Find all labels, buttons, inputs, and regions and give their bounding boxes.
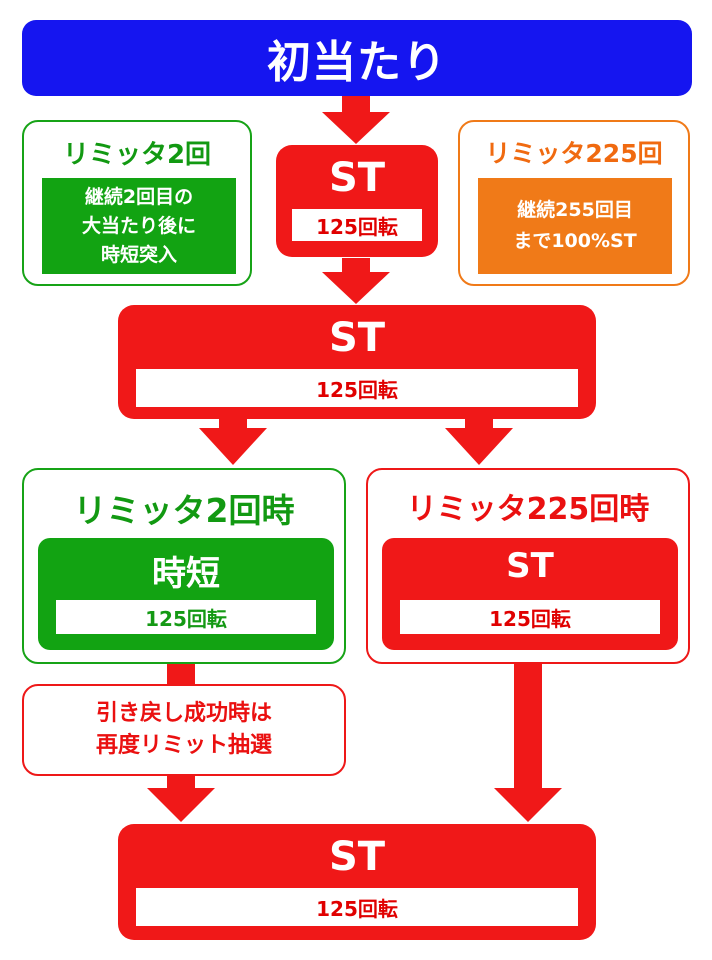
st-bottom-title: ST <box>328 834 386 880</box>
limit2-note-line-1: 継続2回目の <box>84 185 194 208</box>
limit225-branch-mode-box: ST 125回転 <box>382 538 678 650</box>
limit2-branch-title: リミッタ2回時 <box>73 491 295 530</box>
arrow-limit225-to-st-bottom <box>494 662 562 822</box>
limit2-branch-mode: 時短 <box>152 554 220 594</box>
limit225-note-line-1: 継続255回目 <box>517 199 633 221</box>
arrow-st-main-to-limit225 <box>445 418 513 465</box>
st-main-spins: 125回転 <box>136 369 578 407</box>
st-top-box: ST 125回転 <box>276 145 438 257</box>
arrow-st-top-to-st-main <box>322 258 390 304</box>
arrow-note-to-st-bottom <box>147 775 215 822</box>
limit2-note-title: リミッタ2回 <box>62 140 212 170</box>
st-main-box: ST 125回転 <box>118 305 596 419</box>
limit2-branch-mode-box: 時短 125回転 <box>38 538 334 650</box>
comeback-note: 引き戻し成功時は 再度リミット抽選 <box>22 684 346 776</box>
limit225-branch-mode: ST <box>506 546 554 586</box>
arrow-header-to-st-top <box>322 96 390 144</box>
st-bottom-box: ST 125回転 <box>118 824 596 940</box>
limit2-note-line-3: 時短突入 <box>100 243 177 266</box>
limit225-branch-spins: 125回転 <box>400 600 660 634</box>
st-top-title: ST <box>328 155 386 201</box>
comeback-note-line-1: 引き戻し成功時は <box>95 701 272 726</box>
arrow-st-main-to-limit2 <box>199 418 267 465</box>
limit225-note-title: リミッタ225回 <box>485 139 663 168</box>
limit225-note-line-2: まで100%ST <box>513 230 637 252</box>
comeback-note-line-2: 再度リミット抽選 <box>95 733 272 758</box>
arrow-limit2-to-note <box>167 662 195 686</box>
limit2-note-body: 継続2回目の 大当たり後に 時短突入 <box>42 178 236 274</box>
limit2-branch: リミッタ2回時 時短 125回転 <box>22 468 346 664</box>
st-bottom-spins: 125回転 <box>136 888 578 926</box>
limit2-note: リミッタ2回 継続2回目の 大当たり後に 時短突入 <box>22 120 252 286</box>
limit2-note-line-2: 大当たり後に <box>81 214 196 237</box>
header-title: 初当たり <box>267 37 447 88</box>
st-top-spins: 125回転 <box>292 209 422 241</box>
limit225-branch-title: リミッタ225回時 <box>406 492 650 527</box>
st-main-title: ST <box>328 315 386 361</box>
header-first-hit: 初当たり <box>22 20 692 96</box>
limit225-branch: リミッタ225回時 ST 125回転 <box>366 468 690 664</box>
limit225-note-body: 継続255回目 まで100%ST <box>478 178 672 274</box>
limit2-branch-spins: 125回転 <box>56 600 316 634</box>
limit225-note: リミッタ225回 継続255回目 まで100%ST <box>458 120 690 286</box>
